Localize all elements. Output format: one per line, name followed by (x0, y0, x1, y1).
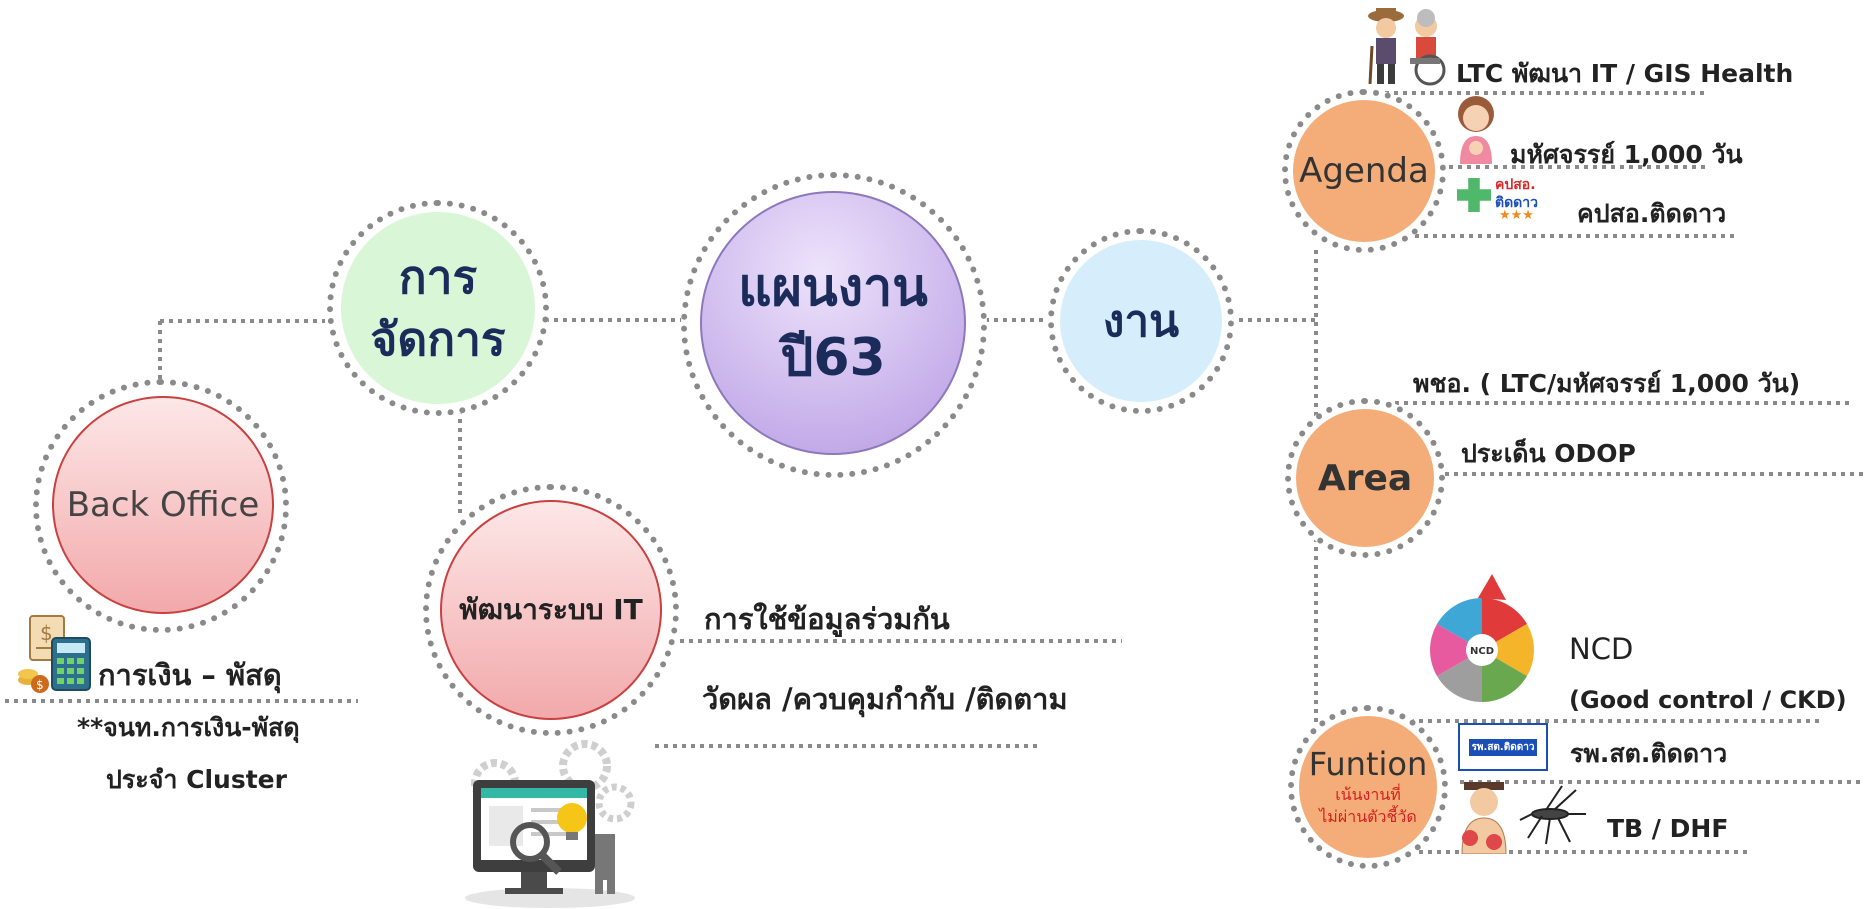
work-node[interactable]: งาน (1060, 240, 1222, 402)
function-node[interactable]: Funtion เน้นงานที่ ไม่ผ่านตัวชี้วัด (1299, 716, 1437, 858)
finance-note-line1: **จนท.การเงิน-พัสดุ (77, 713, 300, 742)
svg-text:$: $ (40, 621, 53, 645)
area-item-odop: ประเด็น ODOP (1461, 439, 1636, 468)
management-node[interactable]: การ จัดการ (341, 212, 535, 404)
ncd-wheel-label: NCD (1470, 646, 1494, 657)
kapsao-badge-line1: คปสอ. (1495, 177, 1536, 193)
agenda-item-1000-days: มหัศจรรย์ 1,000 วัน (1510, 140, 1743, 169)
agenda-label: Agenda (1299, 151, 1429, 191)
function-sub1: เน้นงานที่ (1335, 784, 1401, 804)
computer-gears-icon (465, 740, 635, 908)
elderly-couple-icon (1368, 8, 1446, 86)
finance-calculator-icon: $ $ (18, 615, 91, 693)
management-label-line1: การ (398, 249, 478, 304)
area-label: Area (1317, 457, 1413, 499)
finance-label: การเงิน – พัสดุ (98, 658, 282, 692)
work-label: งาน (1102, 296, 1180, 347)
rpst-star-badge: รพ.สต.ติดดาว (1458, 723, 1548, 771)
it-item-data-sharing: การใช้ข้อมูลร่วมกัน (704, 602, 950, 636)
it-node[interactable]: พัฒนาระบบ IT (440, 500, 662, 720)
mother-icon (1458, 96, 1494, 164)
function-item-rpst: รพ.สต.ติดดาว (1570, 739, 1728, 768)
center-node[interactable]: แผนงาน ปี63 (700, 191, 966, 455)
area-node[interactable]: Area (1296, 409, 1434, 547)
patient-mosquito-icon (1461, 782, 1586, 854)
function-label: Funtion (1308, 745, 1428, 784)
rpst-badge-text: รพ.สต.ติดดาว (1468, 738, 1538, 756)
area-item-phcho: พชอ. ( LTC/มหัศจรรย์ 1,000 วัน) (1413, 369, 1801, 398)
function-ncd-title: NCD (1569, 632, 1634, 666)
finance-note-line2: ประจำ Cluster (106, 765, 287, 794)
management-label-line2: จัดการ (370, 312, 506, 366)
function-item-tb-dhf: TB / DHF (1607, 814, 1729, 843)
center-title-line1: แผนงาน (738, 257, 928, 318)
agenda-item-kapsao: คปสอ.ติดดาว (1577, 199, 1727, 228)
back-office-node[interactable]: Back Office (52, 396, 274, 614)
back-office-label: Back Office (66, 485, 260, 525)
medical-cross-icon (1457, 178, 1491, 212)
svg-text:$: $ (36, 678, 44, 692)
center-title-line2: ปี63 (780, 328, 886, 388)
kapsao-star-badge: คปสอ. ติดดาว ★★★ (1455, 172, 1555, 224)
agenda-node[interactable]: Agenda (1293, 100, 1435, 242)
function-ncd-subtitle: (Good control / CKD) (1569, 686, 1847, 714)
kapsao-badge-line2: ติดดาว (1495, 195, 1538, 211)
it-label: พัฒนาระบบ IT (459, 593, 643, 626)
function-sub2: ไม่ผ่านตัวชี้วัด (1319, 807, 1417, 827)
agenda-item-ltc: LTC พัฒนา IT / GIS Health (1456, 59, 1794, 88)
ncd-wheel-icon: NCD (1430, 574, 1534, 702)
it-item-measurement: วัดผล /ควบคุมกำกับ /ติดตาม (702, 682, 1068, 716)
stars-icon: ★★★ (1499, 208, 1534, 223)
